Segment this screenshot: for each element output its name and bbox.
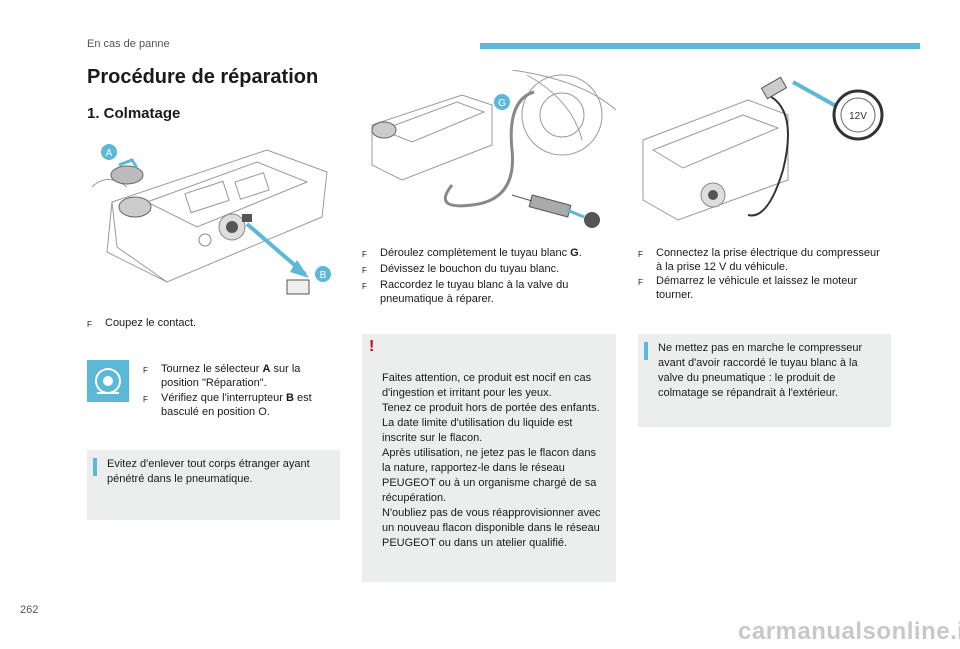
step-list-col1-a: F Coupez le contact. bbox=[87, 316, 337, 332]
warning-note-col2: ! Faites attention, ce produit est nocif… bbox=[362, 334, 616, 582]
figure-compressor-selector: A B bbox=[91, 144, 331, 295]
section-title: En cas de panne bbox=[87, 38, 170, 50]
bullet-icon: F bbox=[362, 266, 367, 275]
info-note-col1: Evitez d'enlever tout corps étranger aya… bbox=[87, 450, 340, 520]
list-item: F Tournez le sélecteur A sur la position… bbox=[143, 362, 338, 390]
step-text: Connectez la prise électrique du compres… bbox=[656, 247, 880, 273]
note-text: Ne mettez pas en marche le compresseur a… bbox=[658, 342, 863, 399]
bullet-icon: F bbox=[638, 250, 643, 259]
warning-icon: ! bbox=[369, 338, 375, 355]
figure1-label-a: A bbox=[106, 148, 113, 159]
bullet-icon: F bbox=[143, 395, 148, 404]
note-text: Faites attention, ce produit est nocif e… bbox=[382, 372, 601, 549]
figure1-label-b: B bbox=[320, 270, 327, 281]
watermark: carmanualsonline.info bbox=[738, 618, 960, 645]
step-text: Vérifiez que l'interrupteur B est bascul… bbox=[161, 392, 312, 418]
info-icon bbox=[644, 342, 648, 360]
step-text: Raccordez le tuyau blanc à la valve du p… bbox=[380, 279, 569, 305]
list-item: F Coupez le contact. bbox=[87, 316, 337, 332]
bullet-icon: F bbox=[638, 278, 643, 287]
figure-hose: G bbox=[371, 70, 616, 228]
step-list-col3: F Connectez la prise électrique du compr… bbox=[638, 246, 888, 302]
list-item: F Déroulez complètement le tuyau blanc G… bbox=[362, 246, 612, 262]
compressor-selector-icon bbox=[87, 360, 129, 402]
step-list-col2: F Déroulez complètement le tuyau blanc G… bbox=[362, 246, 612, 306]
page-subtitle: 1. Colmatage bbox=[87, 105, 181, 122]
list-item: F Vérifiez que l'interrupteur B est basc… bbox=[143, 391, 338, 419]
step-list-col1-b: F Tournez le sélecteur A sur la position… bbox=[143, 362, 338, 419]
info-note-col3: Ne mettez pas en marche le compresseur a… bbox=[638, 334, 891, 427]
figure2-label-g: G bbox=[498, 98, 506, 109]
page-number: 262 bbox=[20, 604, 39, 616]
step-text: Déroulez complètement le tuyau blanc G. bbox=[380, 247, 582, 259]
step-text: Démarrez le véhicule et laissez le moteu… bbox=[656, 275, 858, 301]
header-accent-bar bbox=[480, 43, 920, 49]
list-item: F Dévissez le bouchon du tuyau blanc. bbox=[362, 262, 612, 278]
list-item: F Connectez la prise électrique du compr… bbox=[638, 246, 888, 274]
step-text: Coupez le contact. bbox=[105, 317, 197, 329]
list-item: F Raccordez le tuyau blanc à la valve du… bbox=[362, 278, 612, 306]
bullet-icon: F bbox=[87, 320, 92, 329]
list-item: F Démarrez le véhicule et laissez le mot… bbox=[638, 274, 888, 302]
figure-12v-plug: 12V bbox=[642, 76, 884, 221]
note-text: Evitez d'enlever tout corps étranger aya… bbox=[107, 458, 310, 485]
page-title: Procédure de réparation bbox=[87, 66, 319, 88]
info-icon bbox=[93, 458, 97, 476]
bullet-icon: F bbox=[362, 250, 367, 259]
step-text: Tournez le sélecteur A sur la position "… bbox=[161, 363, 301, 389]
bullet-icon: F bbox=[362, 282, 367, 291]
bullet-icon: F bbox=[143, 366, 148, 375]
step-text: Dévissez le bouchon du tuyau blanc. bbox=[380, 263, 560, 275]
figure3-label-12v: 12V bbox=[849, 111, 867, 122]
